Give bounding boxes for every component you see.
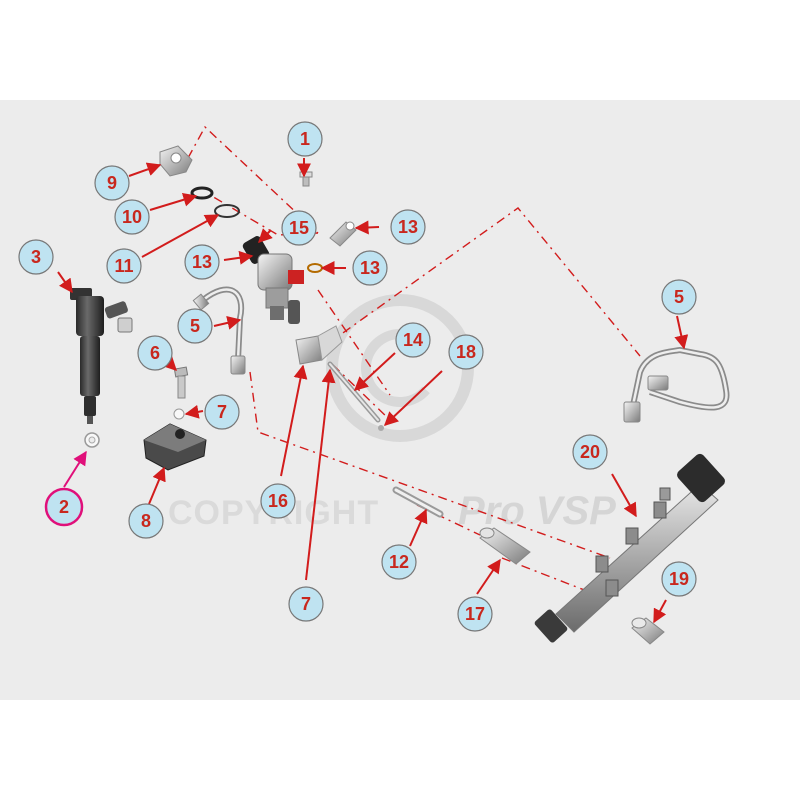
callout-arrows [57,158,689,624]
svg-text:19: 19 [669,569,689,589]
fuel-pipe-left-icon [192,286,246,375]
callout-17[interactable]: 17 [457,596,493,632]
callout-2[interactable]: 2 [44,487,84,527]
callout-8[interactable]: 8 [128,503,164,539]
pin-icon [378,425,384,431]
watermark-brand-text: Pro VSP [458,489,616,533]
svg-text:9: 9 [107,173,117,193]
callout-18[interactable]: 18 [448,334,484,370]
fuel-rail-icon [534,453,725,643]
valve-clamp-icon [295,325,343,365]
svg-text:18: 18 [456,342,476,362]
callout-6[interactable]: 6 [137,335,173,371]
svg-text:14: 14 [403,330,423,350]
svg-text:11: 11 [114,256,133,276]
callout-badges: 1 2 3 5 5 6 7 7 8 9 10 11 [18,121,697,632]
svg-text:13: 13 [192,252,212,272]
callout-13-right[interactable]: 13 [352,250,388,286]
callout-15[interactable]: 15 [281,210,317,246]
seal-ring-icon [214,204,240,218]
callout-3[interactable]: 3 [18,239,54,275]
bolt-icon [173,366,189,399]
banjo-fitting-icon [329,221,357,247]
sleeve-icon [479,527,531,565]
gasket-icon [307,263,323,273]
callout-10[interactable]: 10 [114,199,150,235]
highlight-arrow [63,450,87,488]
callout-7-bottom[interactable]: 7 [288,586,324,622]
plug-icon [631,617,665,645]
callout-13-top-right[interactable]: 13 [390,209,426,245]
callout-9[interactable]: 9 [94,165,130,201]
small-screw-icon [299,171,313,187]
callout-11[interactable]: 11 [106,248,142,284]
washer-small-icon [173,408,185,420]
svg-text:7: 7 [301,594,311,614]
svg-text:2: 2 [59,497,69,517]
svg-text:17: 17 [465,604,485,624]
svg-text:5: 5 [190,316,200,336]
fuel-pipe-right-icon [623,346,730,423]
callout-19[interactable]: 19 [661,561,697,597]
svg-text:1: 1 [300,129,310,149]
washer-icon [84,432,100,448]
callout-5-left[interactable]: 5 [177,308,213,344]
leader-lines [187,125,641,601]
svg-text:13: 13 [360,258,380,278]
svg-text:12: 12 [389,552,409,572]
callout-5-right[interactable]: 5 [661,279,697,315]
return-connector-icon [159,145,193,177]
svg-text:3: 3 [31,247,41,267]
svg-text:8: 8 [141,511,151,531]
svg-text:15: 15 [289,218,309,238]
callout-20[interactable]: 20 [572,434,608,470]
long-rod-icon [392,486,444,518]
callout-14[interactable]: 14 [395,322,431,358]
svg-text:6: 6 [150,343,160,363]
clamp-icon [143,423,207,471]
svg-text:16: 16 [268,491,288,511]
svg-text:10: 10 [122,207,142,227]
svg-text:20: 20 [580,442,600,462]
callout-1[interactable]: 1 [287,121,323,157]
rod-icon [327,361,384,431]
callout-7-left[interactable]: 7 [204,394,240,430]
callout-12[interactable]: 12 [381,544,417,580]
callout-16[interactable]: 16 [260,483,296,519]
pressure-valve-icon [242,236,323,324]
callout-13-left[interactable]: 13 [184,244,220,280]
svg-text:7: 7 [217,402,227,422]
fuel-injector-icon [70,288,133,424]
svg-text:5: 5 [674,287,684,307]
svg-text:13: 13 [398,217,418,237]
